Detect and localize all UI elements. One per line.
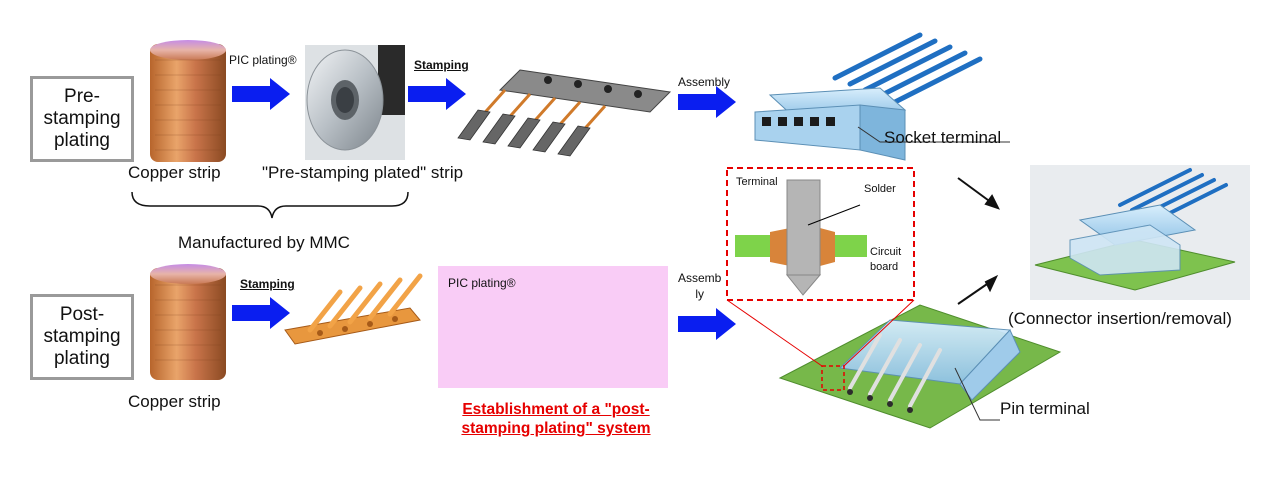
assembly-label-top: Assembly bbox=[678, 75, 731, 89]
inset-solder-label: Solder bbox=[864, 183, 896, 195]
stamped-plated-strip bbox=[457, 69, 672, 157]
stamped-copper-strip bbox=[284, 273, 423, 345]
pin-callout-line bbox=[954, 367, 1000, 421]
copper-strip-caption-bottom: Copper strip bbox=[128, 392, 221, 411]
socket-terminal-label: Socket terminal bbox=[884, 128, 1002, 147]
plated-strip-caption: "Pre-stamping plated" strip bbox=[262, 163, 464, 182]
solder-detail-inset bbox=[726, 167, 915, 367]
inset-terminal-label: Terminal bbox=[736, 176, 778, 188]
arrow-right-icon bbox=[678, 86, 736, 118]
post-stamping-box: Post- stamping plating bbox=[30, 294, 134, 380]
socket-terminal-graphic bbox=[754, 32, 983, 161]
arrow-right-icon bbox=[408, 78, 466, 110]
copper-roll-top bbox=[150, 40, 226, 162]
socket-callout-line bbox=[857, 126, 1010, 143]
arrow-right-icon bbox=[232, 297, 290, 329]
arrow-right-icon bbox=[232, 78, 290, 110]
pre-stamping-box: Pre- stamping plating bbox=[30, 76, 134, 162]
arrow-right-icon bbox=[678, 308, 736, 340]
pic-plating-label-panel: PIC plating® bbox=[448, 276, 516, 290]
connector-caption: (Connector insertion/removal) bbox=[1008, 309, 1232, 328]
pin-terminal-label: Pin terminal bbox=[1000, 399, 1090, 418]
merge-arrows bbox=[957, 177, 1000, 305]
pic-plating-label-top: PIC plating® bbox=[229, 53, 297, 67]
connector-assembled-graphic bbox=[1030, 165, 1250, 300]
pic-plating-panel: PIC plating® bbox=[438, 266, 668, 388]
manufactured-by-caption: Manufactured by MMC bbox=[178, 233, 350, 252]
stamping-label-bottom: Stamping bbox=[240, 277, 295, 291]
plated-strip-coil bbox=[305, 45, 405, 160]
inset-board-label: Circuit board bbox=[870, 246, 902, 273]
copper-roll-bottom bbox=[150, 264, 226, 380]
copper-strip-caption-top: Copper strip bbox=[128, 163, 221, 182]
stamping-label-top: Stamping bbox=[414, 58, 469, 72]
establishment-title: Establishment of a "post-stamping platin… bbox=[461, 401, 651, 437]
bracket bbox=[131, 191, 409, 219]
pin-terminal-graphic bbox=[778, 304, 1062, 429]
assembly-label-bottom: Assemb ly bbox=[678, 271, 722, 301]
